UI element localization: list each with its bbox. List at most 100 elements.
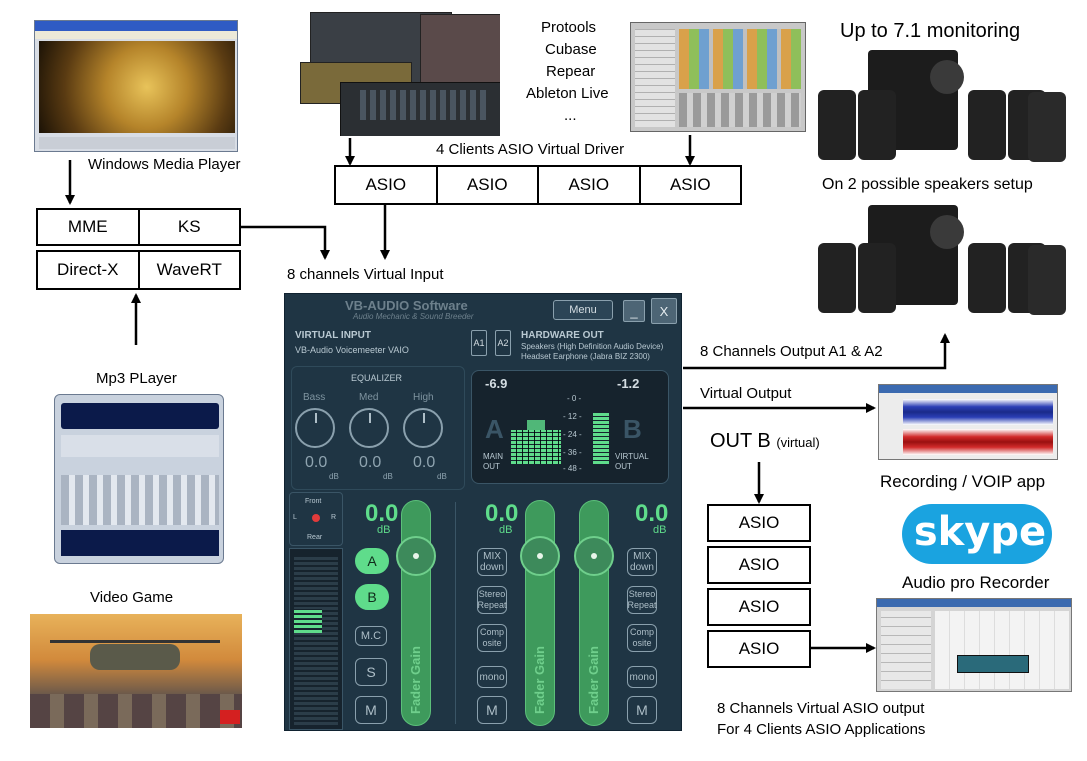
asio-output-box-2: ASIO xyxy=(707,546,811,584)
bass-label: Bass xyxy=(303,392,326,403)
daw-list-4: Ableton Live xyxy=(526,85,609,102)
bass-value: 0.0 xyxy=(305,454,328,471)
asio-driver-row: ASIO ASIO ASIO ASIO xyxy=(334,165,742,205)
meter-scale-0: - 0 - xyxy=(567,394,582,403)
brand-subtitle: Audio Mechanic & Sound Breeder xyxy=(353,312,474,321)
meter-scale-48: - 48 - xyxy=(563,464,582,473)
virtual-level: -1.2 xyxy=(617,376,640,391)
wavert-box: WaveRT xyxy=(137,252,240,288)
strip3-gain-value: 0.0 xyxy=(635,500,669,527)
med-label: Med xyxy=(359,392,379,403)
daw-list-5: ... xyxy=(564,107,577,124)
hardware-out-device-2: Headset Earphone (Jabra BIZ 2300) xyxy=(521,352,650,361)
speakers-image-2 xyxy=(818,205,1068,315)
daw-list-3: Repear xyxy=(546,63,596,80)
driver-row-1: MME KS xyxy=(36,208,241,246)
skype-logo: skype xyxy=(898,498,1058,570)
strip1-db: dB xyxy=(377,524,391,536)
stereo-repeat-button[interactable]: Stereo Repeat xyxy=(477,586,507,614)
asio-box: ASIO xyxy=(365,175,407,194)
winamp-screenshot xyxy=(54,394,224,564)
virtual-output-label: Virtual Output xyxy=(700,385,792,402)
pan-right: R xyxy=(331,514,337,521)
skype-logo-text: skype xyxy=(913,509,1047,555)
daw-list-1: Protools xyxy=(541,19,597,36)
speakers-setup-label: On 2 possible speakers setup xyxy=(822,176,1033,193)
strip2-db: dB xyxy=(499,524,513,536)
out-b-virtual: (virtual) xyxy=(776,435,820,450)
bass-knob[interactable] xyxy=(295,408,335,448)
mute-button-strip1[interactable]: M xyxy=(355,696,387,724)
strip2-fader-label: Fader Gain xyxy=(532,646,547,714)
asio-output-caption-1: 8 Channels Virtual ASIO output xyxy=(717,700,925,717)
bus-a-button[interactable]: A xyxy=(355,548,389,574)
strip2-gain-value: 0.0 xyxy=(485,500,519,527)
recording-voip-label: Recording / VOIP app xyxy=(880,472,1046,491)
main-level: -6.9 xyxy=(485,376,508,391)
asio-output-box-3: ASIO xyxy=(707,588,811,626)
mix-down-button-strip3[interactable]: MIX down xyxy=(627,548,657,576)
stereo-repeat-button-strip3[interactable]: Stereo Repeat xyxy=(627,586,657,614)
meter-scale-12: - 12 - xyxy=(563,412,582,421)
main-out-meter xyxy=(511,392,561,464)
asio-box: ASIO xyxy=(638,167,741,203)
mute-button-strip2[interactable]: M xyxy=(477,696,507,724)
solo-button[interactable]: S xyxy=(355,658,387,686)
close-button[interactable]: X xyxy=(651,298,677,324)
strip3-fader-knob[interactable] xyxy=(574,536,614,576)
asio-output-box-1: ASIO xyxy=(707,504,811,542)
brand-title: VB-AUDIO Software xyxy=(345,298,468,313)
directx-box: Direct-X xyxy=(57,260,119,279)
mute-button-strip3[interactable]: M xyxy=(627,696,657,724)
a1-selector[interactable]: A1 xyxy=(471,330,487,356)
mp3-player-label: Mp3 PLayer xyxy=(96,370,177,387)
asio-box: ASIO xyxy=(537,167,639,203)
med-db: dB xyxy=(383,472,393,481)
high-db: dB xyxy=(437,472,447,481)
main-out-label: MAIN OUT xyxy=(483,452,503,471)
strip1-fader-label: Fader Gain xyxy=(408,646,423,714)
pan-left: L xyxy=(293,514,297,521)
a2-selector[interactable]: A2 xyxy=(495,330,511,356)
menu-button[interactable]: Menu xyxy=(553,300,613,320)
mono-button-strip3[interactable]: mono xyxy=(627,666,657,688)
bus-b-button[interactable]: B xyxy=(355,584,389,610)
minimize-button[interactable]: _ xyxy=(623,300,645,322)
media-player-screenshot xyxy=(34,20,238,152)
equalizer-title: EQUALIZER xyxy=(351,373,403,383)
strip3-fader-label: Fader Gain xyxy=(586,646,601,714)
strip2-fader-knob[interactable] xyxy=(520,536,560,576)
wmp-label: Windows Media Player xyxy=(88,156,241,173)
virtual-input-label: 8 channels Virtual Input xyxy=(287,266,444,283)
composite-button-strip3[interactable]: Comp osite xyxy=(627,624,657,652)
hardware-out-device-1: Speakers (High Definition Audio Device) xyxy=(521,342,664,351)
meter-scale-36: - 36 - xyxy=(563,448,582,457)
mc-button[interactable]: M.C xyxy=(355,626,387,646)
mix-down-button[interactable]: MIX down xyxy=(477,548,507,576)
asio-output-box-4: ASIO xyxy=(707,630,811,668)
pan-pad[interactable] xyxy=(289,492,343,546)
ableton-screenshot xyxy=(630,22,806,132)
composite-button[interactable]: Comp osite xyxy=(477,624,507,652)
bass-db: dB xyxy=(329,472,339,481)
strip1-gain-value: 0.0 xyxy=(365,500,399,527)
mme-box: MME xyxy=(67,217,108,236)
virtual-letter: B xyxy=(623,414,642,444)
output-a1a2-label: 8 Channels Output A1 & A2 xyxy=(700,343,883,360)
strip1-fader-knob[interactable] xyxy=(396,536,436,576)
main-letter: A xyxy=(485,414,504,444)
asio-clients-label: 4 Clients ASIO Virtual Driver xyxy=(436,141,625,158)
pan-rear: Rear xyxy=(307,534,323,541)
audio-pro-label: Audio pro Recorder xyxy=(902,573,1050,592)
monitoring-label: Up to 7.1 monitoring xyxy=(840,20,1021,42)
strip-divider xyxy=(455,502,456,724)
pan-front: Front xyxy=(305,498,322,505)
asio-output-caption-2: For 4 Clients ASIO Applications xyxy=(717,721,926,738)
high-label: High xyxy=(413,392,434,403)
mono-button-strip2[interactable]: mono xyxy=(477,666,507,688)
med-knob[interactable] xyxy=(349,408,389,448)
video-game-label: Video Game xyxy=(90,589,174,606)
high-knob[interactable] xyxy=(403,408,443,448)
virtual-input-device: VB-Audio Voicemeeter VAIO xyxy=(295,345,409,355)
speakers-image-1 xyxy=(818,50,1068,165)
